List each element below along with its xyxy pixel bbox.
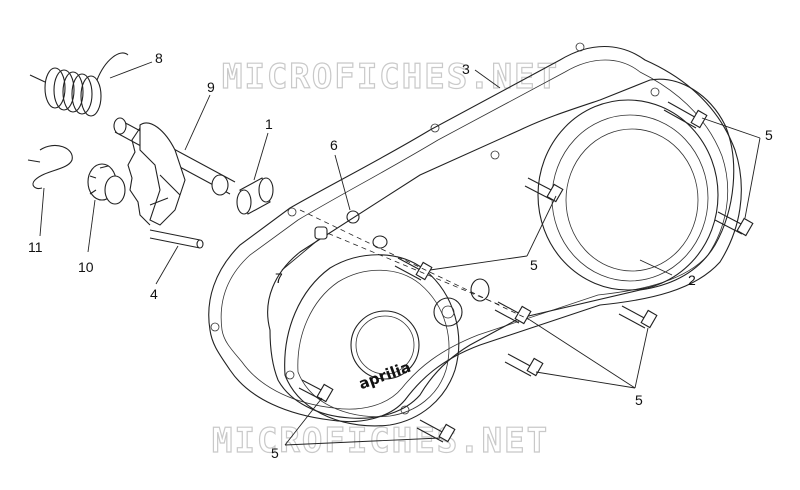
bolt (714, 211, 754, 237)
callout-10: 10 (78, 259, 94, 275)
dowel-pin (346, 210, 388, 249)
pinion-gear (87, 163, 126, 205)
callout-3: 3 (462, 61, 470, 77)
leader-lines (39, 61, 761, 446)
callout-1: 1 (265, 116, 273, 132)
callout-11: 11 (28, 239, 43, 255)
callout-7: 7 (275, 270, 283, 286)
bolt (416, 419, 456, 443)
callout-8: 8 (155, 50, 163, 66)
callout-6: 6 (330, 137, 338, 153)
bolt (663, 101, 708, 129)
brand-logo-text: aprilia (356, 358, 413, 393)
bolt (494, 301, 532, 325)
kick-shaft-sector (113, 117, 236, 226)
mounting-ears (210, 42, 660, 415)
watermark-top: MICROFICHES.NET (222, 57, 559, 97)
clutch-cover-round (537, 99, 719, 291)
kick-pin (149, 229, 204, 249)
bolt (524, 177, 564, 203)
outer-transmission-cover (208, 45, 742, 423)
callout-labels: 1 2 3 4 5 5 5 5 6 7 8 9 10 11 (28, 50, 773, 461)
bolt (394, 257, 433, 281)
assembly-axis-lines (299, 209, 531, 321)
bolt (618, 305, 658, 329)
small-pin (314, 226, 328, 240)
aprilia-logo-badge: aprilia (350, 310, 420, 393)
kick-spring (29, 52, 129, 117)
bolt-set (298, 101, 754, 443)
inner-cover-frame (267, 78, 735, 419)
callout-2: 2 (688, 272, 696, 288)
callout-5-top-right: 5 (765, 127, 773, 143)
bolt (504, 353, 544, 377)
callout-5-bottom: 5 (271, 445, 279, 461)
spring-clip (27, 145, 73, 189)
callout-9: 9 (207, 79, 215, 95)
cover-boss (433, 278, 490, 327)
callout-5-middle: 5 (530, 257, 538, 273)
callout-4: 4 (150, 286, 158, 302)
left-cover-bulge (284, 254, 460, 427)
bush (236, 177, 274, 215)
callout-5-lower-right: 5 (635, 392, 643, 408)
